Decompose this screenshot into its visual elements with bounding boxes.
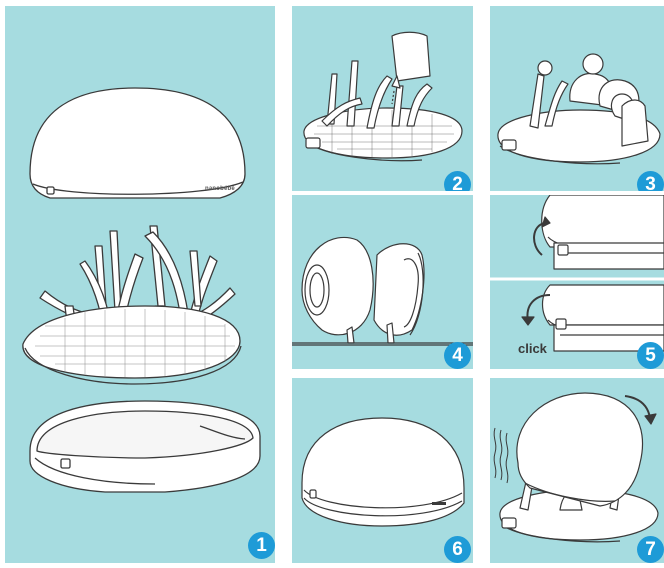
step-3-panel: 3 bbox=[490, 6, 664, 191]
step-6-panel: 6 bbox=[292, 378, 473, 563]
step-badge-5: 5 bbox=[637, 342, 664, 369]
step-7-panel: 7 bbox=[490, 378, 664, 563]
open-lid-illustration bbox=[490, 378, 664, 563]
click-caption: click bbox=[518, 341, 547, 356]
cups-on-rack-illustration bbox=[292, 195, 473, 369]
loaded-rack-illustration bbox=[490, 6, 664, 191]
lid-latch bbox=[47, 187, 54, 194]
step-5-panel: click 5 bbox=[490, 195, 664, 369]
lock-lid-illustration bbox=[490, 195, 664, 369]
rack-base bbox=[23, 306, 240, 378]
step-badge-3: 3 bbox=[637, 171, 664, 191]
step-2-panel: 2 bbox=[292, 6, 473, 191]
step-1-panel: nanobébé 1 bbox=[5, 6, 275, 563]
brand-label: nanobébé bbox=[205, 186, 235, 192]
step-badge-1: 1 bbox=[248, 532, 275, 559]
dome-lid bbox=[30, 88, 245, 198]
exploded-assembly-illustration bbox=[5, 6, 275, 563]
tray-latch bbox=[61, 459, 70, 468]
step-badge-2: 2 bbox=[444, 171, 471, 191]
step-badge-7: 7 bbox=[637, 536, 664, 563]
fill-water-illustration bbox=[292, 6, 473, 191]
step-badge-4: 4 bbox=[444, 342, 471, 369]
step-badge-6: 6 bbox=[444, 536, 471, 563]
closed-unit-illustration bbox=[292, 378, 473, 563]
step-4-panel: 4 bbox=[292, 195, 473, 369]
